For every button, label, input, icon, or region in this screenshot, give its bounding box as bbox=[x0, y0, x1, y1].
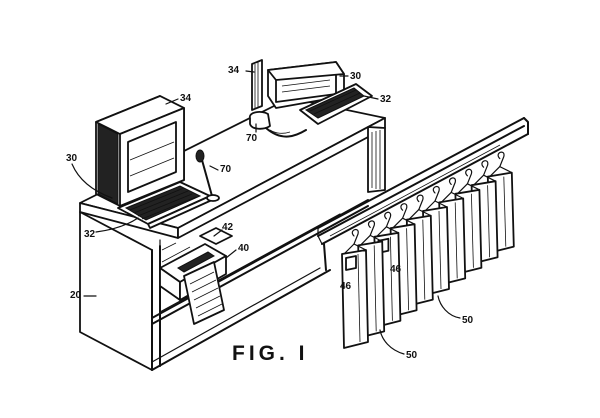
label-phone: 70 bbox=[246, 133, 258, 144]
label-monitor-main: 34 bbox=[180, 93, 192, 104]
label-keyboard-main: 30 bbox=[66, 153, 78, 164]
main-monitor bbox=[95, 95, 185, 207]
label-garments-bottom: 50 bbox=[406, 350, 418, 361]
conveyor-rail bbox=[317, 117, 529, 271]
label-keyboard-remote-tray: 32 bbox=[380, 94, 392, 105]
label-garments-right: 50 bbox=[462, 315, 474, 326]
label-keyboard-remote: 30 bbox=[350, 71, 362, 82]
remote-terminal bbox=[251, 59, 373, 125]
label-counter: 20 bbox=[70, 290, 82, 301]
garments bbox=[341, 151, 515, 349]
label-monitor-remote: 34 bbox=[228, 65, 240, 76]
label-keyboard-main-tray: 32 bbox=[84, 229, 96, 240]
phone bbox=[249, 111, 307, 138]
label-printer-top: 42 bbox=[222, 222, 234, 233]
printer bbox=[159, 227, 233, 325]
label-garment-left: 46 bbox=[340, 281, 352, 292]
garment-bag bbox=[341, 228, 369, 349]
leader-lines bbox=[71, 70, 461, 355]
label-microphone: 70 bbox=[220, 164, 232, 175]
microphone bbox=[195, 149, 220, 202]
figure-caption: FIG. I bbox=[232, 342, 309, 365]
label-printer: 40 bbox=[238, 243, 250, 254]
label-garment-mid: 46 bbox=[390, 264, 402, 275]
